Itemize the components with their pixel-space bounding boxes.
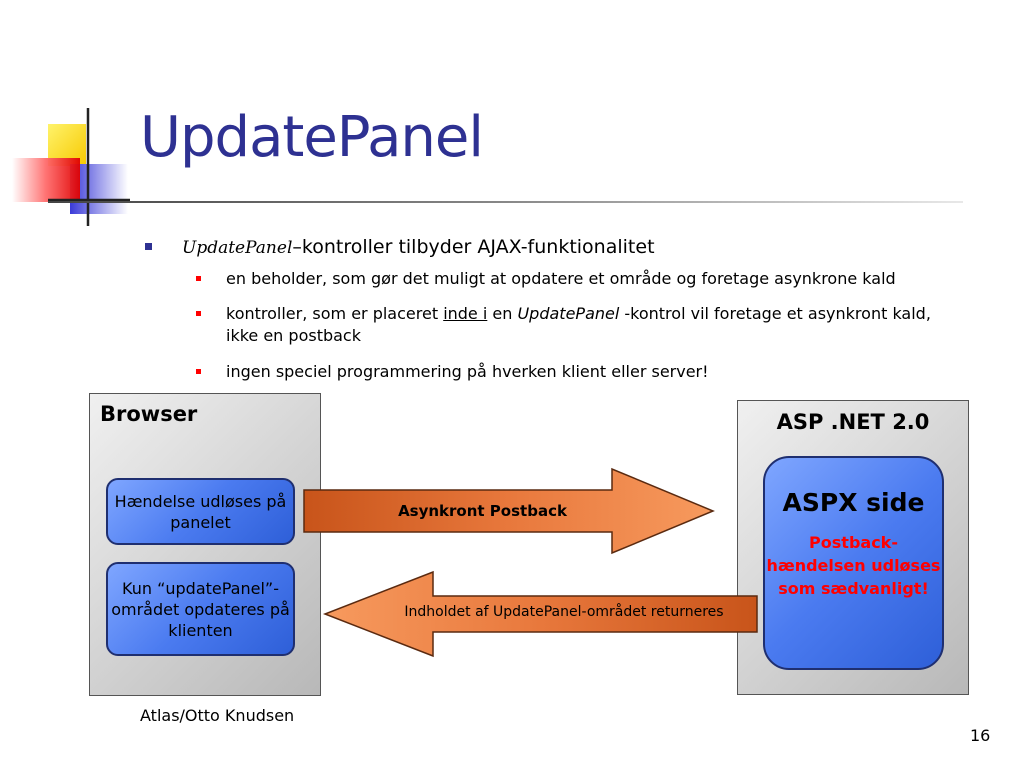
sub-bullet-text: ingen speciel programmering på hverken k… (226, 362, 709, 381)
browser-label: Browser (100, 402, 198, 426)
arrow-left-icon (322, 570, 758, 658)
arrow-left-label: Indholdet af UpdatePanel-området returne… (404, 604, 724, 620)
update-box: Kun “updatePanel”-området opdateres på k… (106, 562, 295, 656)
bullet-term: UpdatePanel (182, 238, 293, 258)
sub-bullet-square-icon (196, 311, 201, 316)
arrow-right-label: Asynkront Postback (398, 502, 567, 520)
sub-bullet-text: en beholder, som gør det muligt at opdat… (226, 269, 896, 288)
arrow-right-icon (303, 467, 715, 555)
title-divider (48, 201, 963, 203)
slide-logo-icon (12, 108, 130, 226)
bullet-square-icon (145, 243, 152, 250)
sub-bullet-text: kontroller, som er placeret inde i en Up… (226, 304, 931, 345)
sub-bullet-square-icon (196, 276, 201, 281)
event-box: Hændelse udløses på panelet (106, 478, 295, 545)
aspx-page-box: ASPX side Postback-hændelsen udløses som… (763, 456, 944, 670)
page-number: 16 (970, 726, 991, 745)
aspnet-label: ASP .NET 2.0 (776, 410, 930, 434)
bullet-text: –kontroller tilbyder AJAX-funktionalitet (292, 236, 655, 258)
aspx-postback-text: Postback-hændelsen udløses som sædvanlig… (766, 533, 941, 598)
footer-author: Atlas/Otto Knudsen (140, 706, 295, 725)
sub-bullet-square-icon (196, 369, 201, 374)
aspx-title: ASPX side (782, 488, 925, 517)
slide-title: UpdatePanel (140, 105, 484, 170)
